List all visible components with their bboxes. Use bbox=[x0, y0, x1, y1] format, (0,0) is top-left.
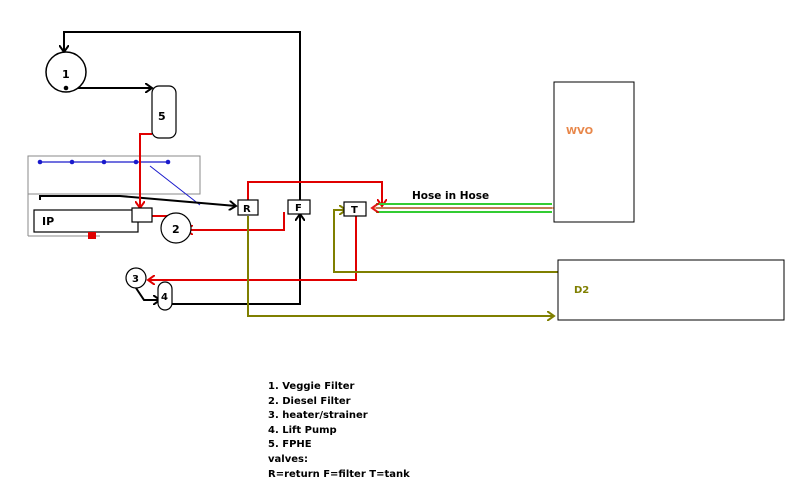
legend-item: 3. heater/strainer bbox=[268, 410, 368, 422]
legend-item: 1. Veggie Filter bbox=[268, 381, 355, 392]
return-valve bbox=[237, 199, 259, 216]
veggie-filter-label: 1 bbox=[62, 68, 70, 81]
veggie-feed-line bbox=[64, 31, 301, 260]
hose-in-hose-label: Hose in Hose bbox=[412, 190, 489, 202]
lift-pump bbox=[157, 281, 173, 311]
wvo-tank bbox=[553, 81, 635, 223]
engine-block bbox=[27, 155, 201, 237]
veggie-filter bbox=[45, 51, 87, 93]
d2-to-tank-valve-line bbox=[333, 210, 568, 273]
d2-tank-label: D2 bbox=[574, 285, 589, 296]
fphe-to-ip-line bbox=[140, 133, 152, 208]
injector-return-line bbox=[149, 165, 201, 206]
legend-item: 4. Lift Pump bbox=[268, 424, 337, 436]
legend: 1. Veggie Filter 2. Diesel Filter 3. hea… bbox=[268, 380, 410, 482]
tank-valve-label: T bbox=[351, 205, 358, 216]
heater-to-lift-pump-line bbox=[135, 287, 160, 300]
heater-strainer-label: 3 bbox=[132, 274, 139, 285]
legend-item: valves: bbox=[268, 453, 308, 465]
return-to-tank-valve-line bbox=[247, 181, 382, 206]
lift-pump-to-filter-valve-line bbox=[168, 214, 300, 305]
lift-pump-label: 4 bbox=[161, 292, 168, 303]
fphe bbox=[151, 85, 177, 139]
diesel-filter-label: 2 bbox=[172, 223, 180, 236]
d2-tank bbox=[557, 259, 785, 321]
filter-valve-label: F bbox=[295, 203, 302, 214]
legend-item: 5. FPHE bbox=[268, 439, 312, 451]
wvo-tank-label: WVO bbox=[566, 126, 593, 137]
fphe-label: 5 bbox=[158, 110, 166, 123]
filter-valve bbox=[287, 199, 311, 215]
injector-dot bbox=[69, 159, 75, 165]
tank-valve bbox=[343, 201, 367, 217]
ip-to-return-valve-line bbox=[39, 195, 236, 206]
injector-dot bbox=[37, 159, 43, 165]
legend-item: R=return F=filter T=tank bbox=[268, 468, 410, 480]
diesel-filter bbox=[160, 212, 192, 244]
legend-item: 2. Diesel Filter bbox=[268, 395, 351, 407]
tank-valve-to-heater-line bbox=[148, 212, 357, 280]
injector-dot bbox=[165, 159, 171, 165]
injector-dot bbox=[101, 159, 107, 165]
injection-pump-label: IP bbox=[42, 215, 54, 228]
return-valve-label: R bbox=[243, 204, 251, 215]
filter-valve-to-diesel-filter-line bbox=[186, 212, 285, 230]
return-to-d2-line bbox=[247, 216, 554, 316]
heater-strainer bbox=[125, 267, 147, 289]
ip-inline-heater bbox=[131, 207, 153, 223]
injector-dot bbox=[133, 159, 139, 165]
ip-fitting bbox=[88, 232, 96, 239]
